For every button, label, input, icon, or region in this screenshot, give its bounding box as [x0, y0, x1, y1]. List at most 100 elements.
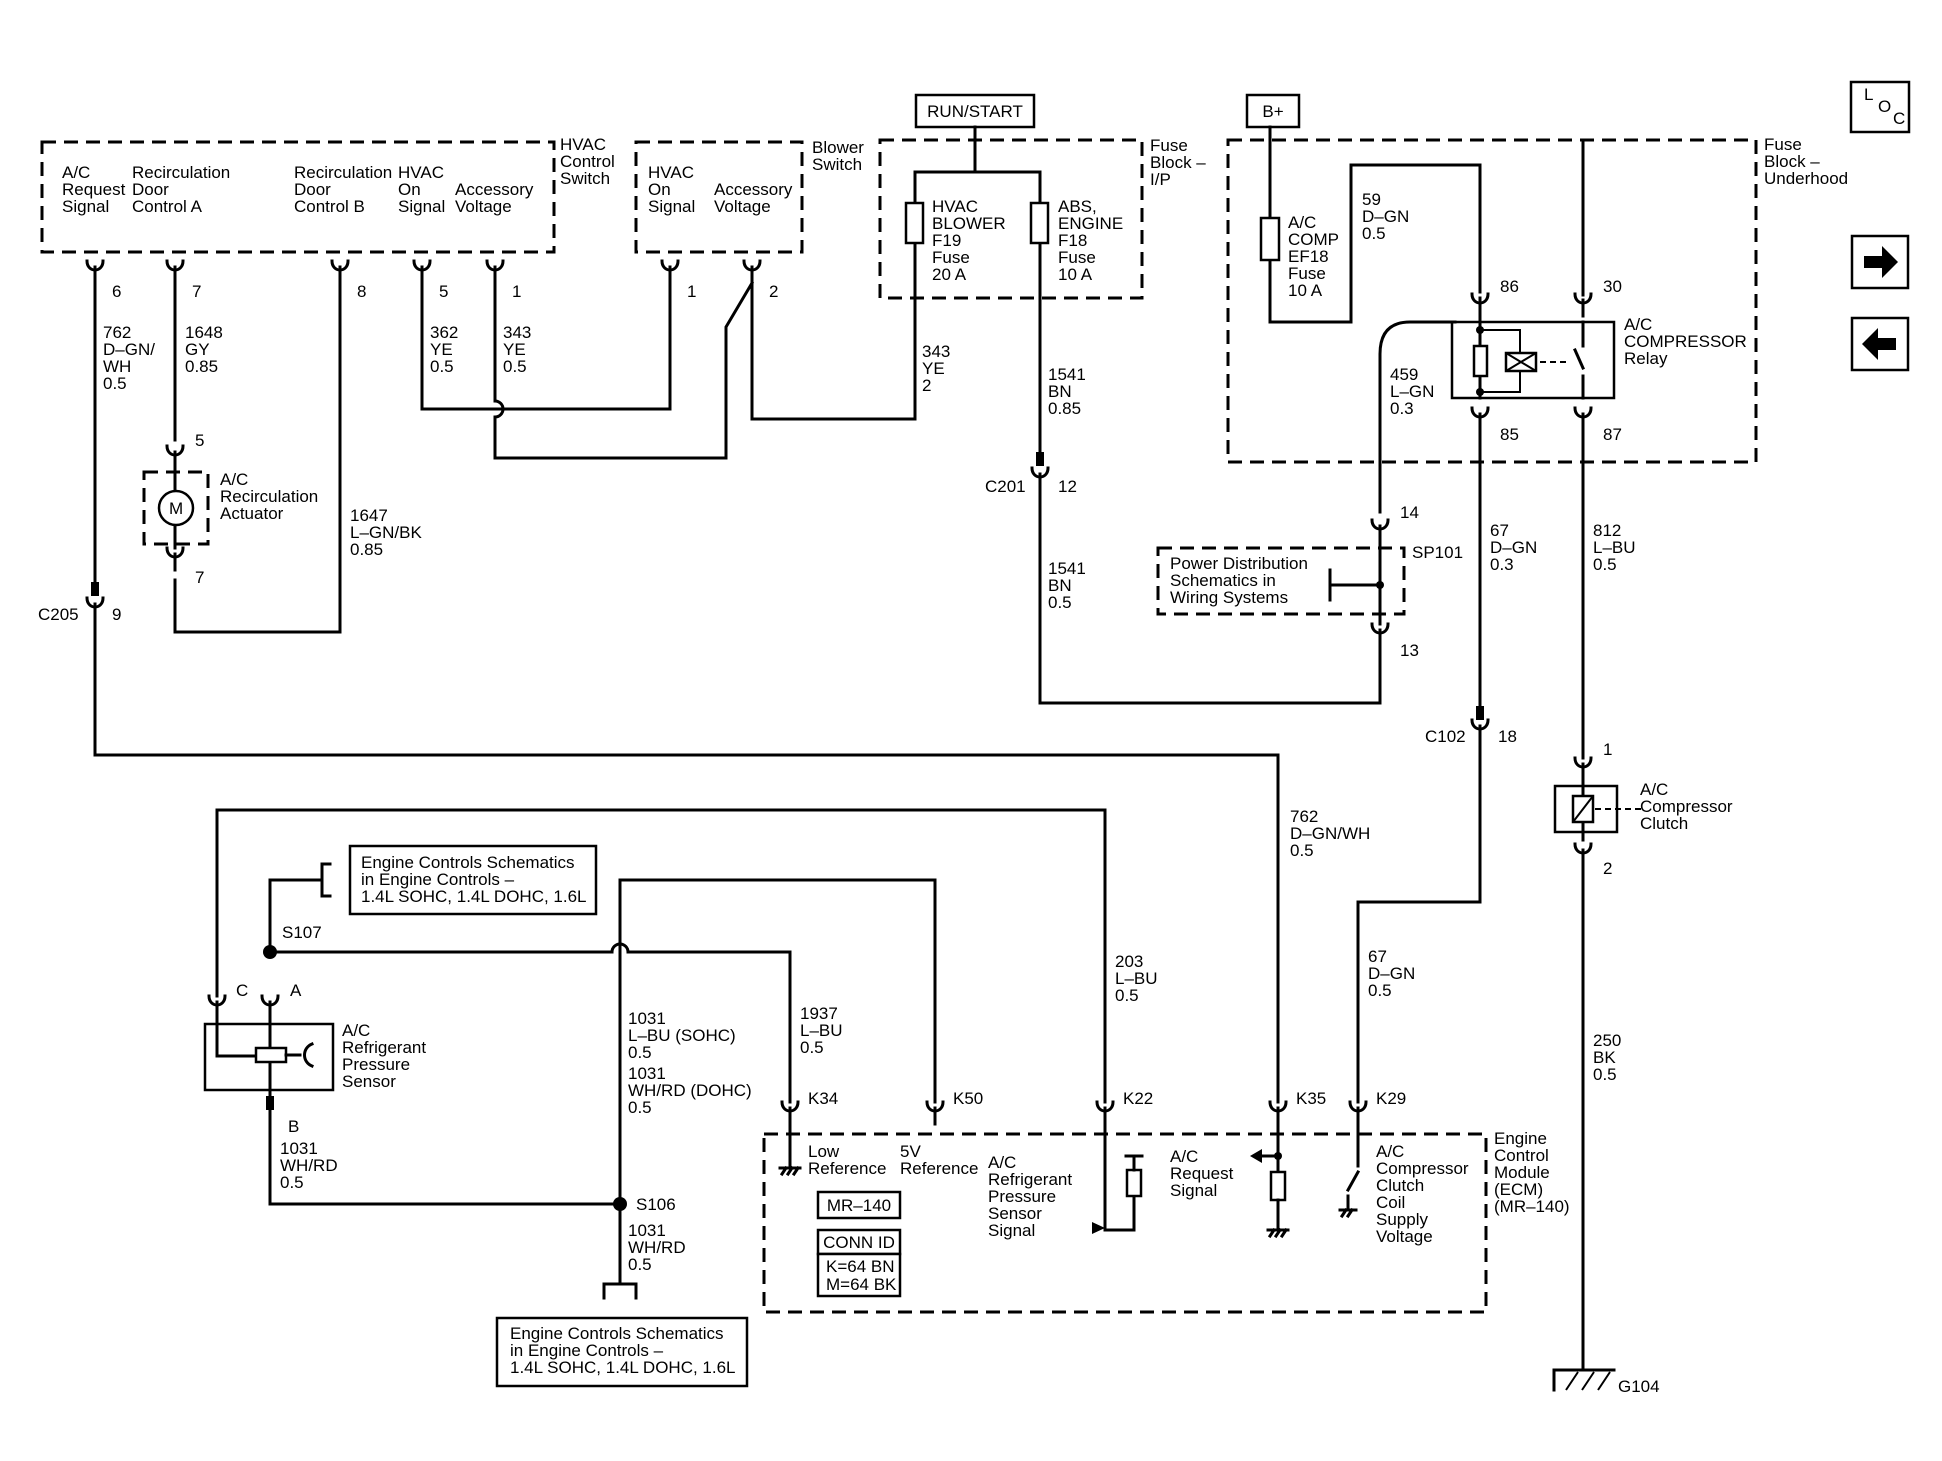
sensor-pin-b: B	[288, 1117, 299, 1136]
blower-pin-2: 2	[769, 282, 778, 301]
c205-pin: 9	[112, 605, 121, 624]
c205-label: C205	[38, 605, 79, 624]
wires-top	[91, 280, 1585, 760]
pin-86: 86	[1500, 277, 1519, 296]
fuse-ef18	[1259, 216, 1281, 262]
splice-s106	[613, 1197, 627, 1211]
pin-5: 5	[439, 282, 448, 301]
pin-30: 30	[1603, 277, 1622, 296]
mr140-tag	[816, 1190, 902, 1220]
sp101-label: SP101	[1412, 543, 1463, 562]
s106-label: S106	[636, 1195, 676, 1214]
arrow-left-icon	[1862, 328, 1896, 360]
pin-6: 6	[112, 282, 121, 301]
svg-text:M: M	[169, 499, 183, 518]
pin-k22: K22	[1123, 1089, 1153, 1108]
pin-k35: K35	[1296, 1089, 1326, 1108]
fuse-f19	[904, 201, 925, 245]
c201-label: C201	[985, 477, 1026, 496]
location-button[interactable]: LOC	[1849, 80, 1911, 134]
c102-pin: 18	[1498, 727, 1517, 746]
c201-pin: 12	[1058, 477, 1077, 496]
conn-id-label: CONN ID	[823, 1233, 895, 1252]
arrow-right-icon	[1864, 246, 1898, 278]
pin-8: 8	[357, 282, 366, 301]
clutch-pin-2: 2	[1603, 859, 1612, 878]
wires-bottom	[93, 618, 1482, 1300]
s107-label: S107	[282, 923, 322, 942]
next-page-button[interactable]	[1850, 234, 1910, 290]
blower-pin-1: 1	[687, 282, 696, 301]
g104-label: G104	[1618, 1377, 1660, 1396]
b-plus-supply: B+	[1245, 93, 1301, 129]
c102-label: C102	[1425, 727, 1466, 746]
run-start-label: RUN/START	[927, 102, 1023, 121]
splice-s107	[263, 945, 277, 959]
sp-pin-14: 14	[1400, 503, 1419, 522]
pin-k29: K29	[1376, 1089, 1406, 1108]
pin-85: 85	[1500, 425, 1519, 444]
pin-7: 7	[192, 282, 201, 301]
sensor-pin-a: A	[290, 981, 302, 1000]
sensor-pin-c: C	[236, 981, 248, 1000]
pin-k50: K50	[953, 1089, 983, 1108]
pin-1: 1	[512, 282, 521, 301]
prev-page-button[interactable]	[1850, 316, 1910, 372]
ground-g104: G104	[1552, 1368, 1660, 1396]
pin-k34: K34	[808, 1089, 838, 1108]
sp-pin-13: 13	[1400, 641, 1419, 660]
mr140-label: MR–140	[827, 1196, 891, 1215]
b-plus-label: B+	[1262, 102, 1283, 121]
